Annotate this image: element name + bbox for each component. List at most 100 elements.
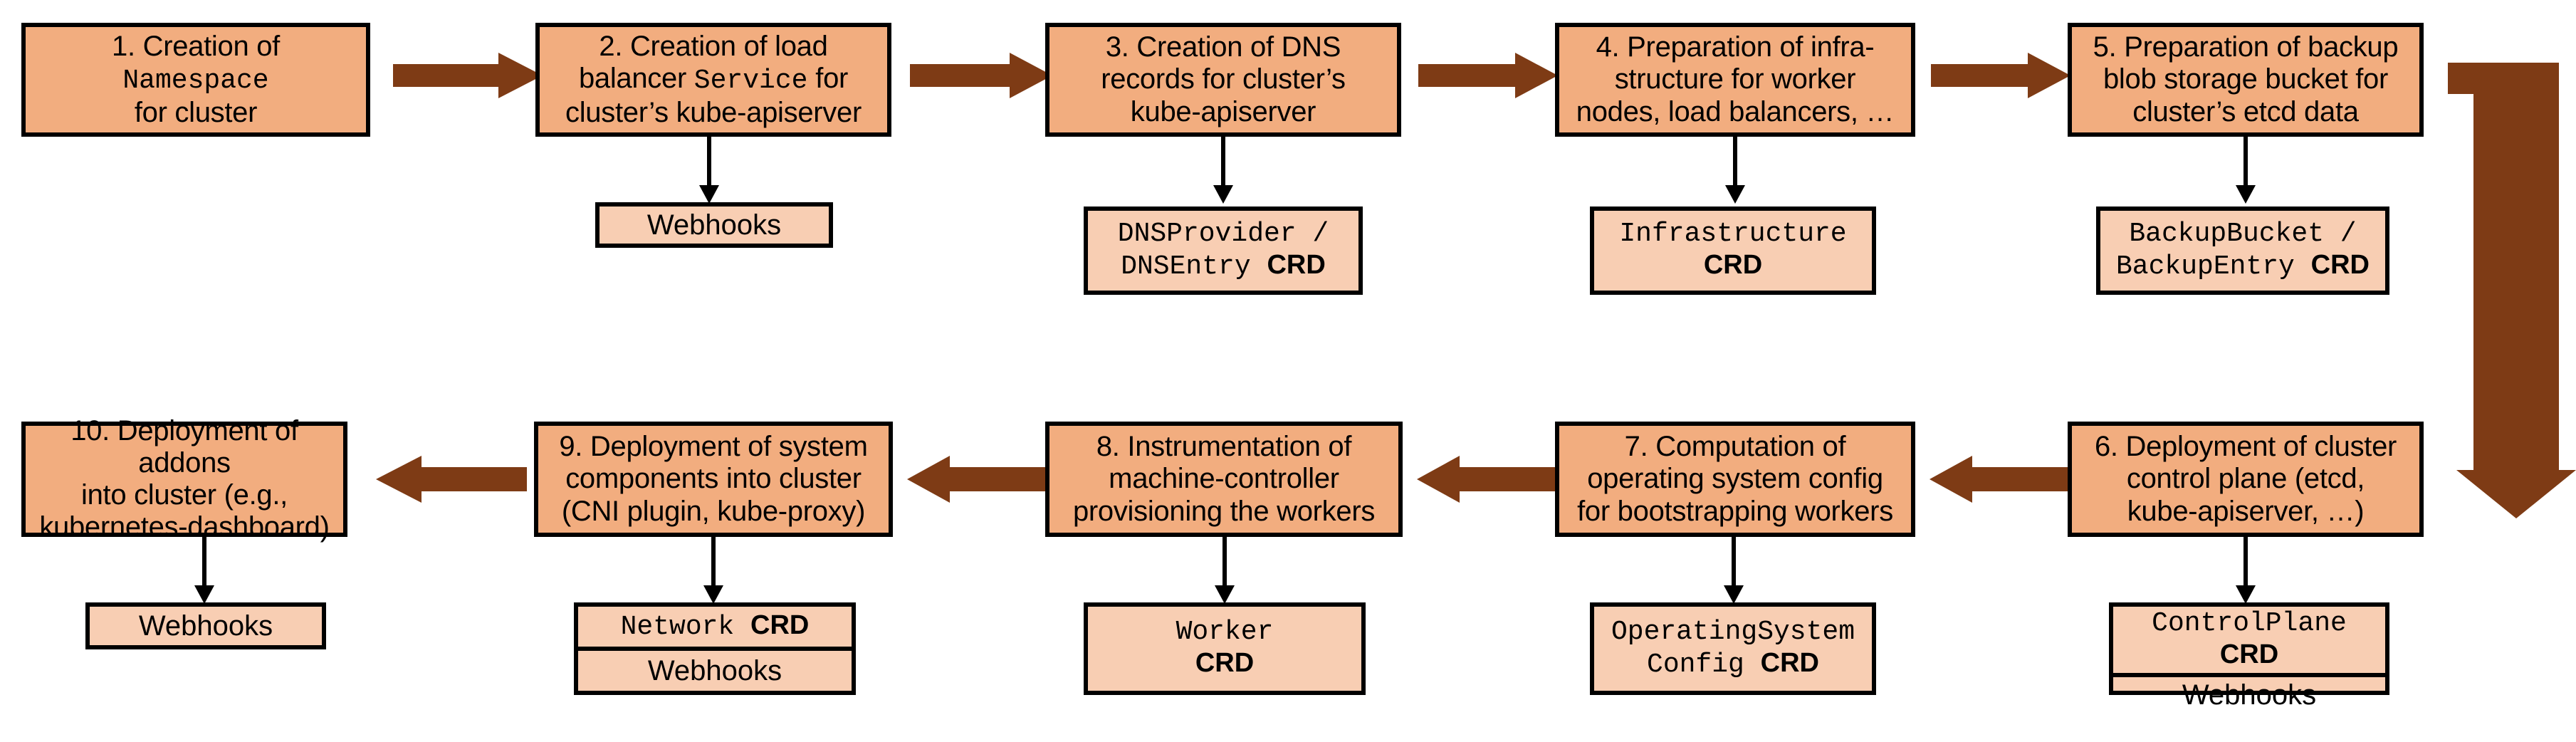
elbow-arrow-step5-to-step6	[2448, 63, 2576, 518]
step-10-line-1: 10. Deployment of addons	[70, 414, 298, 479]
step-9-line-2: components into cluster	[565, 463, 862, 495]
resource-box-infrastructure-crd[interactable]: Infrastructure CRD	[1590, 207, 1876, 295]
step-6-line-2: control plane (etcd,	[2126, 463, 2365, 495]
resource-row-worker-crd: Worker CRD	[1088, 607, 1361, 691]
step-box-4[interactable]: 4. Preparation of infra-structure for wo…	[1555, 23, 1915, 137]
resource-box-dns-crd[interactable]: DNSProvider / DNSEntry CRD	[1084, 207, 1363, 295]
resource-row-webhooks-6: Webhooks	[2113, 673, 2385, 713]
step-3-line-1: 3. Creation of DNS	[1105, 31, 1341, 63]
step-7-line-2: operating system config	[1587, 463, 1883, 495]
crd-tag-worker: CRD	[1195, 648, 1255, 678]
step-10-line-3: kubernetes-dashboard)	[39, 511, 330, 543]
step-2-line-2c: for	[807, 63, 849, 95]
resource-box-worker-crd[interactable]: Worker CRD	[1084, 602, 1366, 695]
resource-row-network-crd: Network CRD	[578, 607, 852, 647]
step-7-line-3: for bootstrapping workers	[1577, 495, 1893, 527]
step-4-line-2: structure for worker	[1614, 63, 1856, 95]
webhooks-label-2: Webhooks	[646, 209, 782, 241]
crd-tag-backup: CRD	[2310, 250, 2370, 280]
step-5-line-1: 5. Preparation of backup	[2093, 31, 2399, 63]
step-8-line-3: provisioning the workers	[1072, 495, 1376, 527]
thin-arrow-step9-to-crd	[703, 537, 723, 604]
network-crd-label: Network CRD	[621, 610, 810, 643]
dns-crd-name: DNSProvider / DNSEntry	[1117, 219, 1329, 282]
thin-arrow-step7-to-crd	[1724, 537, 1744, 604]
step-8-line-1: 8. Instrumentation of	[1096, 431, 1352, 463]
step-5-line-2: blob storage bucket for	[2103, 63, 2388, 95]
step-10-line-2: into cluster (e.g.,	[81, 479, 288, 511]
resource-box-webhooks-10[interactable]: Webhooks	[85, 602, 326, 649]
step-9-line-3: (CNI plugin, kube-proxy)	[561, 495, 866, 527]
controlplane-crd-name: ControlPlane	[2152, 608, 2347, 639]
worker-crd-name: Worker	[1176, 617, 1274, 648]
resource-row-webhooks-9: Webhooks	[578, 646, 852, 691]
block-arrow-step1-to-step2	[393, 53, 543, 98]
crd-tag-dns: CRD	[1267, 250, 1326, 280]
resource-box-osc-crd[interactable]: OperatingSystem Config CRD	[1590, 602, 1876, 695]
infrastructure-crd-name: Infrastructure	[1619, 219, 1847, 250]
backup-crd-label: BackupBucket / BackupEntry CRD	[2116, 219, 2370, 282]
step-5-line-3: cluster’s etcd data	[2132, 95, 2359, 127]
webhooks-label-6: Webhooks	[2182, 679, 2317, 711]
step-6-line-1: 6. Deployment of cluster	[2094, 431, 2397, 463]
thin-arrow-step3-to-crd	[1213, 137, 1233, 204]
step-2-line-2a: balancer	[578, 63, 694, 95]
step-6-line-3: kube-apiserver, …)	[2127, 495, 2365, 527]
block-arrow-step6-to-step7	[1930, 456, 2069, 503]
step-3-line-2: records for cluster’s	[1101, 63, 1346, 95]
webhooks-label-10: Webhooks	[138, 610, 273, 642]
resource-row-webhooks-10: Webhooks	[90, 607, 322, 645]
step-2-line-2b: Service	[693, 66, 808, 97]
step-4-text: 4. Preparation of infra-structure for wo…	[1576, 31, 1895, 128]
resource-box-controlplane-crd[interactable]: ControlPlane CRD Webhooks	[2109, 602, 2389, 711]
crd-tag-osc: CRD	[1760, 648, 1819, 678]
block-arrow-step2-to-step3	[910, 53, 1052, 98]
thin-arrow-step10-to-webhooks	[194, 537, 214, 604]
backup-crd-name: BackupBucket / BackupEntry	[2116, 219, 2357, 282]
step-1-line-3: for cluster	[134, 96, 258, 128]
resource-box-webhooks-2[interactable]: Webhooks	[595, 202, 833, 248]
webhooks-label-9: Webhooks	[647, 654, 782, 686]
block-arrow-step8-to-step9	[907, 456, 1045, 503]
block-arrow-step9-to-step10	[376, 456, 527, 503]
resource-row-osc-crd: OperatingSystem Config CRD	[1594, 607, 1872, 691]
thin-arrow-step5-to-crd	[2236, 137, 2256, 204]
step-9-line-1: 9. Deployment of system	[559, 431, 868, 463]
step-2-line-3: cluster’s kube-apiserver	[565, 96, 862, 128]
step-8-line-2: machine-controller	[1109, 463, 1339, 495]
step-7-line-1: 7. Computation of	[1624, 431, 1846, 463]
thin-arrow-step6-to-crd	[2236, 537, 2256, 604]
resource-row-dns-crd: DNSProvider / DNSEntry CRD	[1088, 211, 1358, 291]
crd-tag-infrastructure: CRD	[1703, 250, 1763, 280]
block-arrow-step3-to-step4	[1418, 53, 1558, 98]
resource-row-backup-crd: BackupBucket / BackupEntry CRD	[2100, 211, 2385, 291]
step-4-line-3: nodes, load balancers, …	[1576, 95, 1895, 127]
thin-arrow-step2-to-webhooks	[699, 137, 719, 204]
worker-crd-label: Worker CRD	[1176, 617, 1274, 680]
block-arrow-step7-to-step8	[1417, 456, 1556, 503]
resource-row-webhooks: Webhooks	[600, 207, 829, 244]
resource-box-network-crd[interactable]: Network CRD Webhooks	[574, 602, 856, 695]
crd-tag-network: CRD	[750, 610, 810, 641]
resource-box-backup-crd[interactable]: BackupBucket / BackupEntry CRD	[2096, 207, 2389, 295]
crd-tag-controlplane: CRD	[2219, 639, 2279, 669]
infrastructure-crd-label: Infrastructure CRD	[1619, 219, 1846, 282]
step-2-line-1: 2. Creation of load	[599, 30, 828, 62]
osc-crd-name: OperatingSystem Config	[1611, 617, 1855, 680]
